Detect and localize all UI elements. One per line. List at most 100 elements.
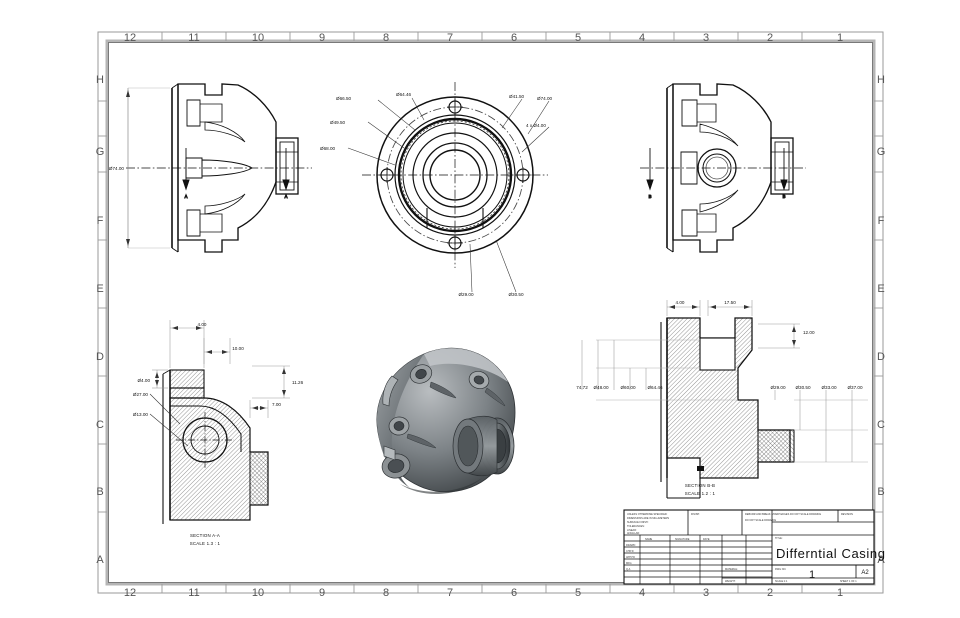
dim-label: 17.50	[724, 300, 736, 305]
dim-label: Ø66.50	[336, 96, 352, 101]
dim-label: Ø60.00	[620, 385, 636, 390]
tb-note: ANGULAR:	[627, 532, 640, 535]
row-label: H	[96, 74, 104, 86]
frame-row-ticks-left	[98, 100, 107, 513]
row-label-right: A	[877, 554, 885, 566]
drawing-title: Differntial Casing	[776, 546, 886, 561]
section-arrow-label: B	[783, 194, 786, 199]
col-label-bottom: 5	[575, 587, 581, 599]
col-label: 5	[575, 32, 581, 44]
tb-role: Q.A	[626, 568, 631, 571]
section-b-b-dim-labels: 4.00 17.50 12.00 74.72 Ø48.00 Ø60.00 Ø64…	[576, 300, 863, 390]
section-arrow-b-right: B B	[646, 148, 788, 200]
left-view-diameter-dim	[126, 87, 170, 249]
tb-role: MFG	[626, 562, 632, 565]
col-label: 8	[383, 32, 389, 44]
tb-col-header: DATE	[703, 538, 710, 541]
row-label-right: C	[877, 419, 885, 431]
tb-role: DRAWN	[626, 544, 636, 547]
sheet-size: A2	[861, 570, 869, 576]
tb-note: UNLESS OTHERWISE SPECIFIED:	[627, 513, 668, 516]
front-circular-view	[362, 82, 548, 268]
right-elevation-view	[640, 83, 806, 253]
col-label-bottom: 11	[188, 587, 199, 599]
col-label-bottom: 12	[124, 587, 136, 599]
tb-role: CHK'D	[626, 550, 634, 553]
section-title: SECTION A-A	[190, 533, 220, 538]
dim-label: 10.00	[232, 346, 244, 351]
col-label: 2	[767, 32, 773, 44]
dim-label: Ø29.00	[458, 292, 474, 297]
row-label: G	[96, 146, 105, 158]
section-arrow-label: A	[185, 194, 188, 199]
row-label-right: G	[877, 146, 886, 158]
front-view-dimension-labels: Ø64.46 Ø66.50 Ø49.50 Ø68.00 Ø41.50 Ø74.0…	[320, 92, 553, 297]
tb-scale-label: SCALE:1:1	[775, 580, 788, 583]
sheet-frame	[97, 31, 884, 594]
dim-label: 4 x Ø4.00	[526, 123, 546, 128]
col-label: 11	[188, 32, 199, 44]
col-label-bottom: 3	[703, 587, 709, 599]
col-label: 10	[252, 32, 264, 44]
dim-label: 4.00	[198, 322, 207, 327]
dim-label: Ø30.50	[795, 385, 811, 390]
dim-label: Ø27.00	[133, 392, 149, 397]
tb-weight-label: WEIGHT:	[725, 580, 736, 583]
col-label: 3	[703, 32, 709, 44]
row-label: F	[97, 215, 104, 227]
row-label: D	[96, 351, 104, 363]
dim-label: Ø74.00	[537, 96, 553, 101]
dim-label: Ø30.50	[508, 292, 524, 297]
tb-role: APPV'D	[626, 556, 635, 559]
section-b-b-view	[596, 317, 868, 499]
section-arrow-label: B	[649, 194, 652, 199]
tb-dnss-note: DO NOT SCALE DRAWING	[790, 513, 821, 516]
dim-label: Ø13.00	[133, 412, 149, 417]
title-block-text: UNLESS OTHERWISE SPECIFIED: DIMENSIONS A…	[626, 513, 886, 583]
tb-dwg-no-label: DWG NO.	[775, 568, 787, 571]
col-label-bottom: 1	[837, 587, 843, 599]
frame-row-ticks-right	[874, 100, 883, 513]
section-a-a-view	[162, 369, 269, 524]
col-label-bottom: 9	[319, 587, 325, 599]
row-label-right: B	[877, 486, 884, 498]
tb-note: SURFACE FINISH:	[627, 521, 649, 524]
dim-label: Ø64.46	[647, 385, 663, 390]
section-arrow-a-left: A A	[182, 148, 290, 200]
frame-row-labels: H G F E D C B A H G F E D C B A	[96, 74, 886, 566]
dim-label: Ø74.00	[109, 166, 125, 171]
dim-label: 74.72	[576, 385, 588, 390]
front-view-leaders	[347, 97, 550, 293]
dim-label: Ø33.00	[821, 385, 837, 390]
tb-col-header: SIGNATURE	[675, 538, 690, 541]
row-label-right: E	[877, 283, 884, 295]
col-label: 9	[319, 32, 325, 44]
col-label: 1	[837, 32, 843, 44]
col-label-bottom: 2	[767, 587, 773, 599]
tb-title-field-label: TITLE:	[775, 537, 783, 540]
col-label: 6	[511, 32, 517, 44]
col-label: 12	[124, 32, 136, 44]
tb-note: LINEAR:	[627, 529, 637, 532]
section-a-a-dim-labels: 4.00 10.00 Ø4.00 11.26 7.00 Ø27.00 Ø13.0…	[133, 322, 304, 417]
left-elevation-view	[126, 83, 312, 253]
dim-label: Ø64.46	[396, 92, 412, 97]
dim-label: Ø48.00	[593, 385, 609, 390]
row-label: C	[96, 419, 104, 431]
dim-label: 4.00	[676, 300, 685, 305]
row-label-right: H	[877, 74, 885, 86]
dim-label: Ø4.00	[137, 378, 150, 383]
col-label-bottom: 8	[383, 587, 389, 599]
tb-sheet-label: SHEET 1 OF 1	[840, 580, 857, 583]
section-a-a-title: SECTION A-A SCALE 1.3 : 1	[190, 533, 221, 546]
dim-label: 7.00	[272, 402, 281, 407]
row-label: A	[96, 554, 104, 566]
col-label: 7	[447, 32, 453, 44]
tb-col-header: NAME	[645, 538, 653, 541]
section-a-a-dims	[149, 320, 290, 447]
section-scale: SCALE 1.2 : 1	[685, 491, 716, 496]
col-label-bottom: 7	[447, 587, 453, 599]
